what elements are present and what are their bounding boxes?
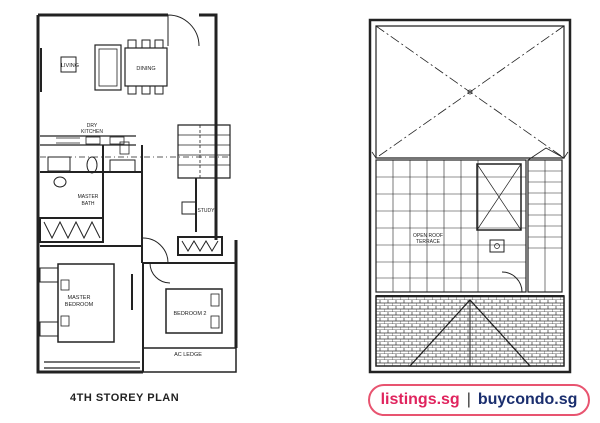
bedroom2-door (149, 262, 171, 284)
bedroom2-bed (165, 288, 223, 334)
sofa (94, 44, 122, 91)
plan-caption: 4TH STOREY PLAN (70, 392, 180, 404)
master-bed (57, 263, 115, 343)
bedroom2-label: BEDROOM 2 (173, 311, 206, 317)
master-bath-label-1: MASTER (78, 194, 99, 200)
bedside-table (39, 267, 59, 283)
bedside-table (39, 321, 59, 337)
dining-label: DINING (136, 66, 155, 72)
outer-wall-right-top (199, 13, 218, 240)
master-bedroom-label-1: MASTER (68, 295, 91, 301)
dining-chair (141, 39, 151, 49)
dining-chair (154, 39, 164, 49)
roof-plan (368, 18, 572, 374)
staircase (177, 124, 231, 179)
bedroom-window (44, 361, 140, 369)
dining-chair (127, 85, 137, 95)
terrace-label-2: TERRACE (416, 239, 441, 245)
entrance-door (167, 14, 200, 47)
master-bath-label-2: BATH (82, 201, 95, 207)
pillow (210, 315, 220, 329)
bedroom2-wardrobe (177, 236, 223, 256)
ac-ledge (143, 347, 237, 373)
terrace-label-1: OPEN ROOF (413, 233, 443, 239)
dining-chair (141, 85, 151, 95)
toilet (86, 156, 98, 174)
kitchen-hob (109, 136, 125, 145)
terrace-door (501, 271, 523, 293)
skylight (476, 163, 522, 231)
fourth-storey-plan (36, 13, 238, 374)
dining-chair (154, 85, 164, 95)
wardrobe (39, 217, 104, 243)
study-desk (181, 201, 197, 215)
terrace-floor (375, 159, 527, 293)
ac-ledge-label: AC LEDGE (174, 352, 202, 358)
kitchen-sink (85, 136, 101, 145)
dry-kitchen-label-2: KITCHEN (81, 129, 103, 135)
pillow (60, 279, 70, 291)
bath-basin (53, 176, 67, 188)
watermark-separator: | (466, 391, 471, 408)
pillow (210, 293, 220, 307)
living-label: LIVING (61, 63, 79, 69)
study-door (141, 237, 169, 264)
watermark-brand-buycondo: buycondo.sg (477, 391, 578, 408)
watermark-brand-listings: listings.sg (380, 391, 460, 408)
roof-diagonal (375, 25, 565, 159)
master-bedroom-label-2: BEDROOM (65, 302, 94, 308)
outer-wall-left (36, 15, 143, 374)
study-label: STUDY (198, 208, 216, 214)
pillow (60, 315, 70, 327)
dry-kitchen-label-1: DRY (87, 123, 98, 129)
tv-console (60, 56, 77, 73)
watermark-badge: listings.sg | buycondo.sg (368, 384, 590, 416)
roof-outline (368, 18, 572, 374)
dining-chair (127, 39, 137, 49)
terrace-sink (489, 239, 505, 253)
